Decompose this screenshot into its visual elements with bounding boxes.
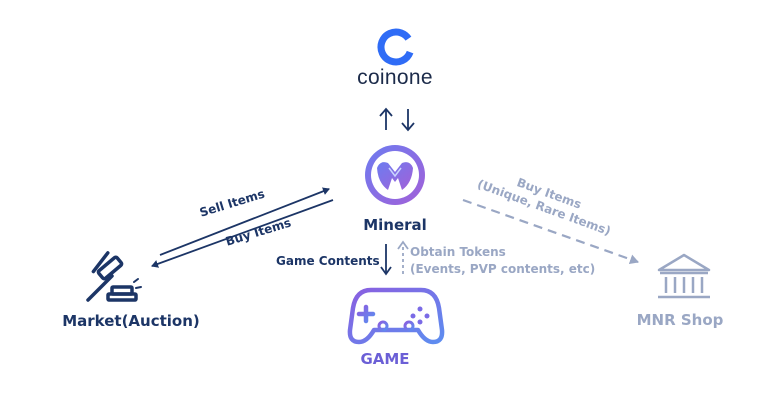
coinone-label: coinone — [357, 66, 433, 89]
mineral-label: Mineral — [363, 216, 427, 234]
game-contents-label: Game Contents — [276, 254, 380, 268]
mineral-logo-icon — [365, 145, 425, 205]
gavel-icon — [86, 251, 142, 302]
market-label: Market(Auction) — [62, 312, 200, 330]
obtain-tokens-arrow — [397, 240, 409, 274]
exchange-arrows — [379, 107, 415, 132]
obtain-tokens-label: Obtain Tokens (Events, PVP contents, etc… — [410, 244, 595, 278]
obtain-tokens-line1: Obtain Tokens — [410, 245, 506, 259]
mnr-shop-label: MNR Shop — [636, 311, 724, 329]
game-contents-arrow — [380, 244, 392, 276]
coinone-logo-icon — [377, 28, 415, 66]
shop-arrow — [462, 198, 639, 265]
bank-icon — [657, 253, 711, 299]
market-arrows — [151, 187, 334, 268]
gamepad-icon — [347, 287, 445, 345]
obtain-tokens-line2: (Events, PVP contents, etc) — [410, 262, 596, 276]
game-label: GAME — [360, 350, 410, 368]
